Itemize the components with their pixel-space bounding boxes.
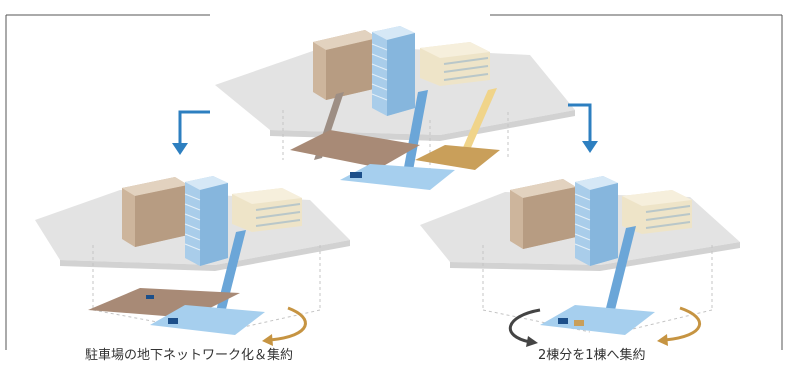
top-underground-outline xyxy=(282,110,509,175)
arrow-right xyxy=(568,103,592,143)
top-parking-blue xyxy=(340,164,455,190)
top-cream-building xyxy=(420,42,490,86)
br-rotate-arrow-dark-head xyxy=(526,336,538,347)
br-ramp-blue xyxy=(602,226,636,324)
arrow-left-head xyxy=(172,143,188,155)
br-car-icon xyxy=(558,318,568,324)
top-parking-tan xyxy=(415,145,500,170)
bl-rotate-arrow-head xyxy=(262,334,273,346)
br-parking-blue xyxy=(540,305,655,335)
br-rotate-arrow-gold-head xyxy=(657,334,668,346)
br-car-icon-2 xyxy=(574,320,584,326)
top-blue-tower xyxy=(371,26,415,116)
br-rotate-arrow-gold xyxy=(664,306,701,342)
top-scene xyxy=(215,26,575,190)
top-beige-building xyxy=(313,30,378,100)
bl-cream-building xyxy=(232,188,302,232)
arrow-right-head xyxy=(582,141,598,153)
bl-blue-tower xyxy=(184,176,228,266)
top-parking-brown xyxy=(290,130,420,168)
bl-parking-blue xyxy=(150,305,265,335)
arrow-left xyxy=(178,110,210,145)
bl-car-icon xyxy=(168,318,178,324)
caption-underground-network: 駐車場の地下ネットワーク化＆集約 xyxy=(85,348,294,363)
bl-rotate-arrow xyxy=(269,306,307,342)
top-ramp-blue xyxy=(402,90,428,178)
br-cream-building xyxy=(622,190,692,234)
bl-ground-edge xyxy=(60,240,350,271)
bl-beige-building xyxy=(122,177,188,247)
br-beige-building xyxy=(510,179,576,249)
top-ramp-yellow xyxy=(461,88,497,152)
br-blue-tower xyxy=(574,176,618,266)
br-rotate-arrow-dark xyxy=(508,308,541,344)
br-ground-edge xyxy=(450,242,740,271)
top-car-icon xyxy=(350,172,362,178)
bl-car-icon-2 xyxy=(146,295,154,299)
bottom-left-scene xyxy=(35,176,350,346)
caption-consolidate-buildings: 2棟分を1棟へ集約 xyxy=(538,348,646,363)
bottom-right-scene xyxy=(420,176,740,347)
